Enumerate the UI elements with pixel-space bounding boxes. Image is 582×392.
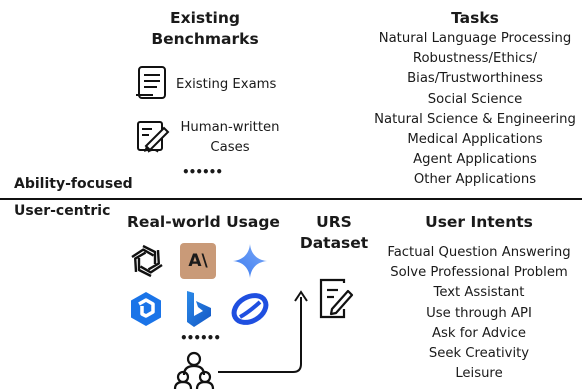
handwriting-icon <box>137 121 170 153</box>
task-item: Other Applications <box>413 172 537 188</box>
benchmark-item-cases: Human-written Cases <box>180 120 280 156</box>
benchmarks-title: Existing Benchmarks <box>151 9 259 48</box>
task-item: Bias/Trustworthiness <box>407 71 543 87</box>
document-edit-icon <box>319 278 354 319</box>
intent-item: Use through API <box>426 305 532 321</box>
exam-paper-icon <box>136 66 166 99</box>
gemini-logo-icon <box>233 244 267 278</box>
benchmark-item-exams: Existing Exams <box>176 77 277 92</box>
flow-arrow <box>218 290 308 373</box>
openai-logo-icon <box>131 244 163 278</box>
dataset-title: URS Dataset <box>299 213 369 252</box>
task-item: Medical Applications <box>407 132 543 148</box>
intent-item: Solve Professional Problem <box>390 265 568 281</box>
usage-more-dots: •••••• <box>180 331 221 345</box>
usage-title: Real-world Usage <box>127 213 280 231</box>
task-item: Social Science <box>427 91 523 107</box>
task-item: Natural Language Processing <box>378 31 572 46</box>
anthropic-logo-icon: A\ <box>180 243 216 279</box>
tasks-title: Tasks <box>451 9 499 27</box>
task-item: Agent Applications <box>413 152 537 168</box>
bing-logo-icon <box>187 291 211 327</box>
intent-item: Factual Question Answering <box>387 245 571 260</box>
intent-item: Seek Creativity <box>428 346 530 362</box>
intent-item: Ask for Advice <box>431 325 527 341</box>
section-divider <box>0 198 582 200</box>
deepseek-logo-icon <box>131 292 161 326</box>
chatglm-logo-icon <box>231 293 269 325</box>
task-item: Robustness/Ethics/ <box>412 51 538 67</box>
user-centric-label: User-centric <box>14 203 111 219</box>
intent-item: Leisure <box>455 366 503 382</box>
ability-focused-label: Ability-focused <box>14 176 133 192</box>
benchmark-more-dots: •••••• <box>182 165 223 179</box>
intents-list: Factual Question Answering Solve Profess… <box>374 243 582 384</box>
intents-title: User Intents <box>425 213 533 231</box>
intent-item: Text Assistant <box>433 285 525 301</box>
users-group-icon <box>173 351 215 390</box>
task-item: Natural Science & Engineering <box>374 111 576 127</box>
tasks-list: Natural Language Processing Robustness/E… <box>364 29 582 191</box>
